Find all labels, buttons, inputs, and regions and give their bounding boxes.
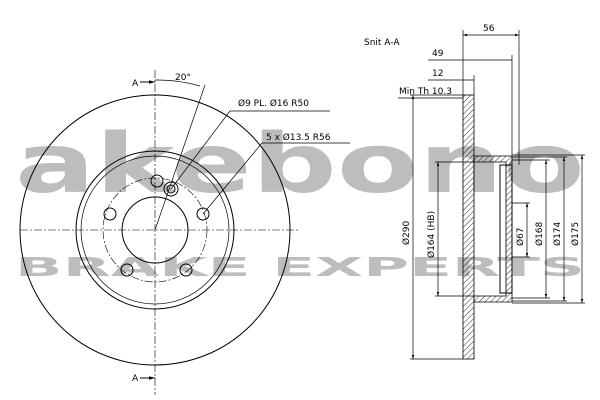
bolt-hole bbox=[150, 174, 164, 188]
dim-49: 49 bbox=[432, 49, 444, 59]
holes-callout-leader bbox=[170, 110, 231, 190]
bolt-callout: 5 x Ø13.5 R56 bbox=[266, 132, 331, 143]
dim-164: Ø164 (HB) bbox=[426, 211, 437, 258]
front-view: A A 20° Ø9 PL. Ø16 R50 5 x Ø13.5 R56 bbox=[19, 70, 350, 395]
angle-arc bbox=[154, 79, 201, 87]
locating-hole-outer bbox=[163, 181, 179, 197]
section-marker-top: A bbox=[132, 79, 139, 89]
dim-175: Ø175 bbox=[570, 222, 581, 246]
center-bore-circle bbox=[121, 196, 189, 264]
locating-hole-inner bbox=[166, 184, 176, 194]
watermark-tagline: BRAKE EXPERTS bbox=[15, 253, 585, 283]
angle-label: 20° bbox=[175, 73, 191, 83]
hub-face bbox=[499, 164, 513, 294]
dim-290: Ø290 bbox=[401, 220, 412, 245]
bolt-circle bbox=[102, 177, 208, 283]
dim-12: 12 bbox=[432, 69, 443, 79]
bolt-callout-leader bbox=[202, 142, 263, 215]
friction-ring-section bbox=[462, 94, 475, 360]
bolt-hole bbox=[179, 263, 193, 277]
section-marker-bottom: A bbox=[132, 374, 139, 384]
bolt-hole bbox=[120, 263, 134, 277]
dim-168: Ø168 bbox=[534, 221, 545, 246]
bolt-hole bbox=[103, 207, 117, 221]
hat-outer-circle bbox=[75, 150, 235, 310]
outer-disc-circle bbox=[19, 94, 291, 366]
bolt-hole bbox=[196, 207, 210, 221]
dim-67: Ø67 bbox=[515, 227, 526, 246]
dim-56: 56 bbox=[483, 24, 495, 34]
angle-leg bbox=[154, 84, 206, 231]
hat-inner-circle bbox=[80, 155, 230, 305]
section-view: Snit A-A 56 49 12 Min Th 10.3 Ø290 Ø bbox=[364, 24, 585, 360]
min-thickness: Min Th 10.3 bbox=[399, 87, 452, 97]
dim-174: Ø174 bbox=[552, 221, 563, 246]
holes-callout: Ø9 PL. Ø16 R50 bbox=[238, 98, 309, 109]
section-label: Snit A-A bbox=[364, 38, 400, 48]
